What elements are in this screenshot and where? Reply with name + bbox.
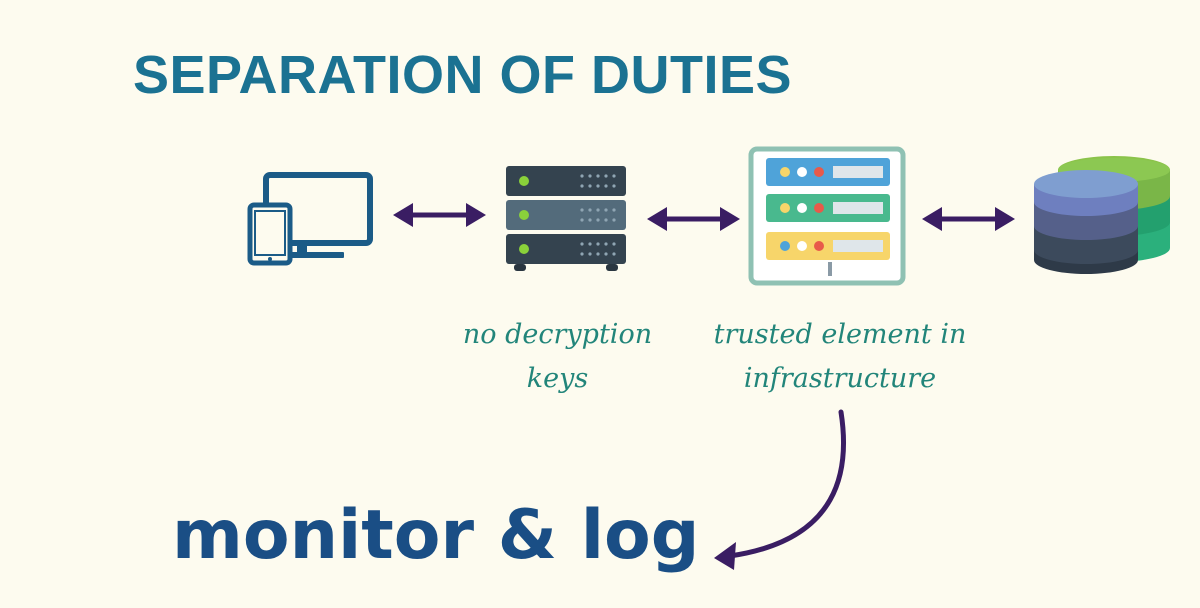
curved-arrow	[714, 409, 847, 570]
server-rack-icon	[506, 166, 626, 271]
trusted-server-icon	[748, 146, 906, 286]
bidirectional-arrow-2	[647, 207, 740, 231]
trusted-caption-line2: infrastructure	[743, 363, 937, 394]
proxy-caption-line1: no decryption	[462, 319, 653, 350]
trusted-caption-line1: trusted element in	[713, 319, 967, 350]
diagram-title: SEPARATION OF DUTIES	[133, 45, 793, 105]
bidirectional-arrow-1	[393, 203, 486, 227]
trusted-caption: trusted element in infrastructure	[690, 313, 990, 401]
database-icon	[1034, 156, 1170, 274]
monitor-log-label: monitor & log	[172, 496, 700, 575]
devices-icon	[247, 172, 373, 266]
proxy-caption-line2: keys	[526, 363, 589, 394]
bidirectional-arrow-3	[922, 207, 1015, 231]
proxy-caption: no decryption keys	[430, 313, 685, 401]
